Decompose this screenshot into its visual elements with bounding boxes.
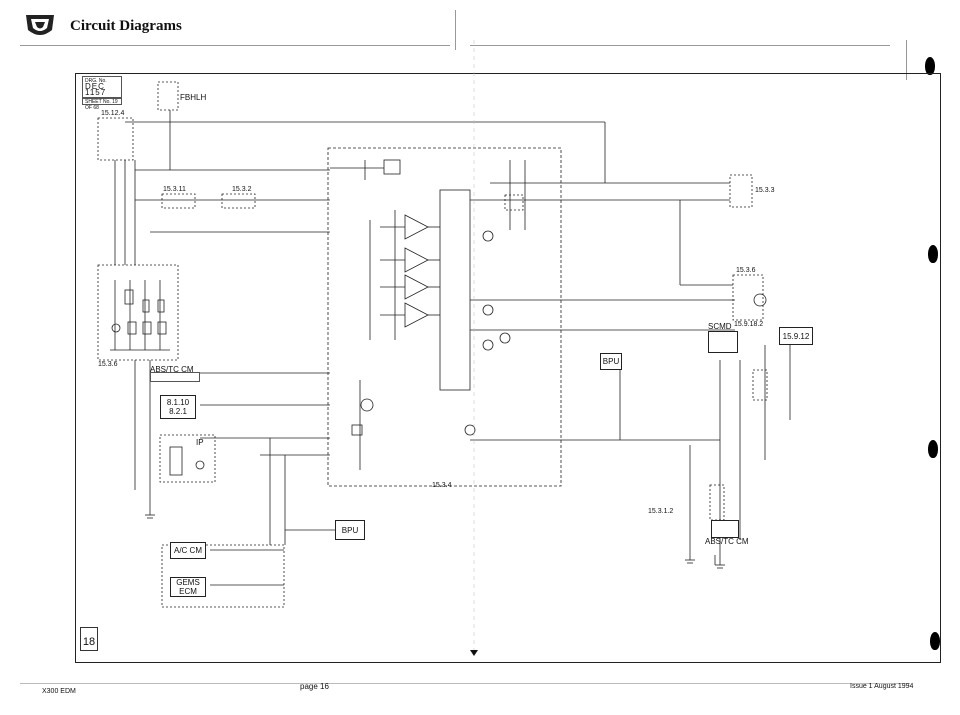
connector-box-8-1-10: 8.1.10 8.2.1	[160, 395, 196, 419]
drawing-reference-box: DRG. No. DEC 1157	[82, 76, 122, 98]
header-rule-right	[470, 45, 890, 46]
module-box-ac-cm: A/C CM	[170, 542, 206, 559]
abs-tc-cm-top-box	[150, 372, 200, 382]
module-label-abs-tc-cm-bottom: ABS/TC CM	[705, 537, 749, 546]
connector-label-15-3-2: 15.3.2	[232, 186, 252, 193]
module-label-abs-tc-cm-top: ABS/TC CM	[150, 365, 194, 374]
connector-label-15-12-4: 15.12.4	[101, 110, 125, 117]
page-number-badge: 18	[80, 627, 98, 651]
connector-box-15-9-12: 15.9.12	[779, 327, 813, 345]
margin-line	[906, 40, 907, 80]
jaguar-logo-icon	[20, 12, 60, 42]
sheet-total: 68	[93, 105, 99, 111]
footer-rule	[20, 683, 910, 684]
margin-tab-marker	[928, 245, 938, 263]
drawing-no-label: DRG. No.	[85, 78, 107, 84]
margin-tab-marker	[928, 440, 938, 458]
ref-8-2-1: 8.2.1	[169, 407, 187, 416]
sheet-box: SHEET No. 19 OF 68	[82, 98, 122, 111]
module-label-ip: IP	[196, 438, 204, 447]
header-rule	[20, 45, 450, 46]
footer-right: Issue 1 August 1994	[850, 683, 914, 690]
drawing-number: DEC 1157	[85, 82, 107, 97]
margin-tab-marker	[930, 632, 940, 650]
sheet-label: SHEET No.	[85, 99, 111, 105]
connector-label-15-3-6: 15.3.6	[736, 267, 756, 274]
connector-label-15-3-11: 15.3.11	[163, 186, 186, 193]
footer-left: X300 EDM	[42, 688, 76, 695]
fold-line	[455, 10, 456, 50]
ref-8-1-10: 8.1.10	[166, 398, 190, 407]
margin-tab-marker	[925, 57, 935, 75]
connector-label-fbhlh: FBHLH	[180, 93, 207, 102]
of-label: OF	[85, 105, 92, 111]
scmd-box	[708, 331, 738, 353]
diagram-frame	[75, 73, 941, 663]
module-label-scmd: SCMD	[708, 322, 732, 331]
connector-label-15-3-4: 15.3.4	[432, 482, 452, 489]
abs-tc-cm-bottom-box	[711, 520, 739, 538]
page-title: Circuit Diagrams	[70, 18, 182, 34]
module-box-bpu-right: BPU	[600, 353, 622, 370]
footer-center: page 16	[300, 682, 329, 691]
connector-label-15-3-5: 15.3.6	[98, 361, 118, 368]
connector-label-15-3-1-2: 15.3.1.2	[648, 508, 674, 515]
connector-label-15-9-18-2: 15.9.18.2	[734, 321, 764, 328]
sheet-number: 19	[112, 99, 118, 105]
module-box-bpu-bottom: BPU	[335, 520, 365, 540]
connector-label-15-3-3: 15.3.3	[755, 187, 775, 194]
module-box-gems-ecm: GEMS ECM	[170, 577, 206, 597]
